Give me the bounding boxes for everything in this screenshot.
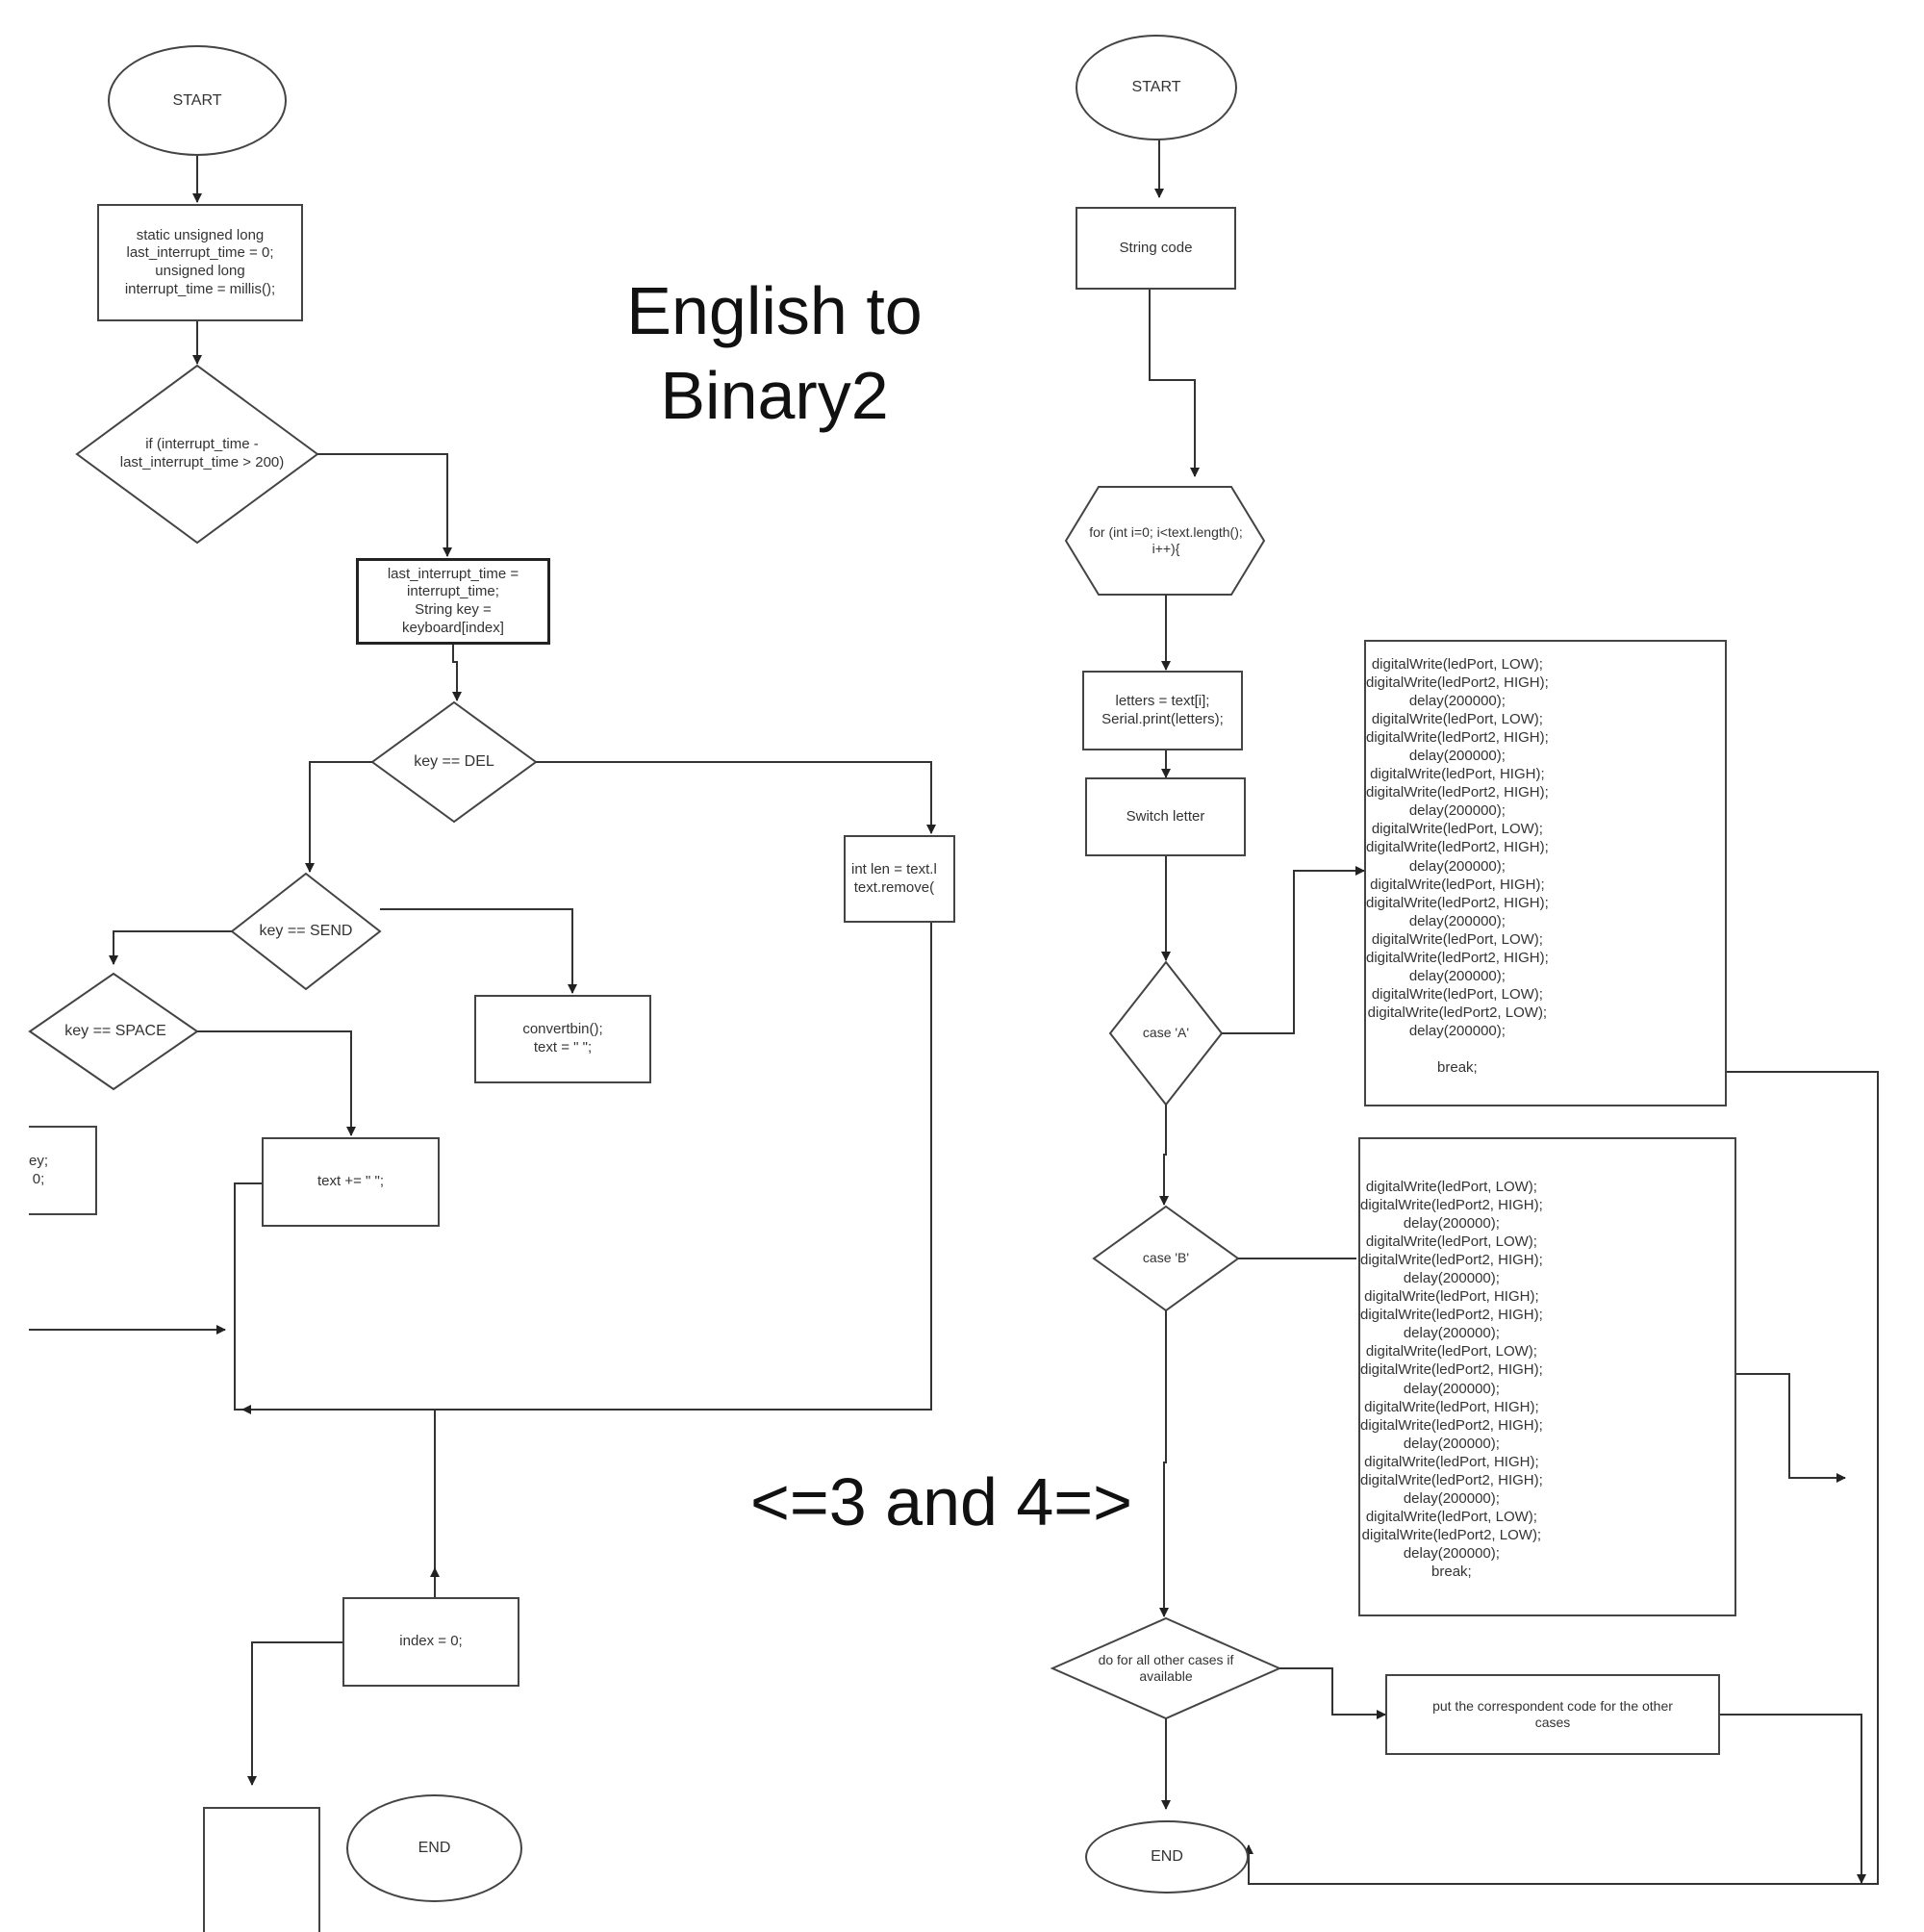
cut-off-process [203,1807,320,1932]
check-send-shape [230,872,382,991]
end-terminal: END [346,1794,522,1902]
default-action-process: ey; 0; [29,1126,97,1215]
case-b-code-block: digitalWrite(ledPort, LOW); digitalWrite… [1358,1137,1736,1616]
case-a-label: case 'A' [1142,1025,1190,1041]
check-del-shape [370,700,538,824]
other-code-process: put the correspondent code for the other… [1385,1674,1720,1755]
check-del-label: key == DEL [414,753,494,770]
read-letter-process: letters = text[i]; Serial.print(letters)… [1082,671,1243,750]
debounce-check-label: if (interrupt_time - last_interrupt_time… [119,436,285,470]
del-action-process: int len = text.l text.remove( [844,835,955,923]
other-cases-label: do for all other cases if available [1098,1651,1234,1685]
switch-letter-process: Switch letter [1085,777,1246,856]
check-send-label: key == SEND [259,923,353,939]
reset-index-process: index = 0; [342,1597,519,1687]
init-process: static unsigned long last_interrupt_time… [97,204,303,321]
loop-label: for (int i=0; i<text.length(); i++){ [1089,523,1243,557]
right-end-terminal: END [1085,1820,1249,1894]
case-a-code-block: digitalWrite(ledPort, LOW); digitalWrite… [1364,640,1727,1106]
page-label: <=3 and 4=> [750,1464,1133,1539]
right-start-terminal: START [1076,35,1237,140]
check-space-label: key == SPACE [64,1023,166,1039]
send-action-process: convertbin(); text = " "; [474,995,651,1083]
check-space-shape [28,972,199,1091]
declare-code-process: String code [1076,207,1236,290]
start-terminal: START [108,45,287,156]
space-action-process: text += " "; [262,1137,440,1227]
loop-shape [1064,486,1266,596]
debounce-check-shape [75,364,319,545]
case-b-label: case 'B' [1142,1250,1190,1266]
diagram-title: English to Binary2 [626,273,923,433]
assign-key-process: last_interrupt_time = interrupt_time; St… [356,558,550,645]
